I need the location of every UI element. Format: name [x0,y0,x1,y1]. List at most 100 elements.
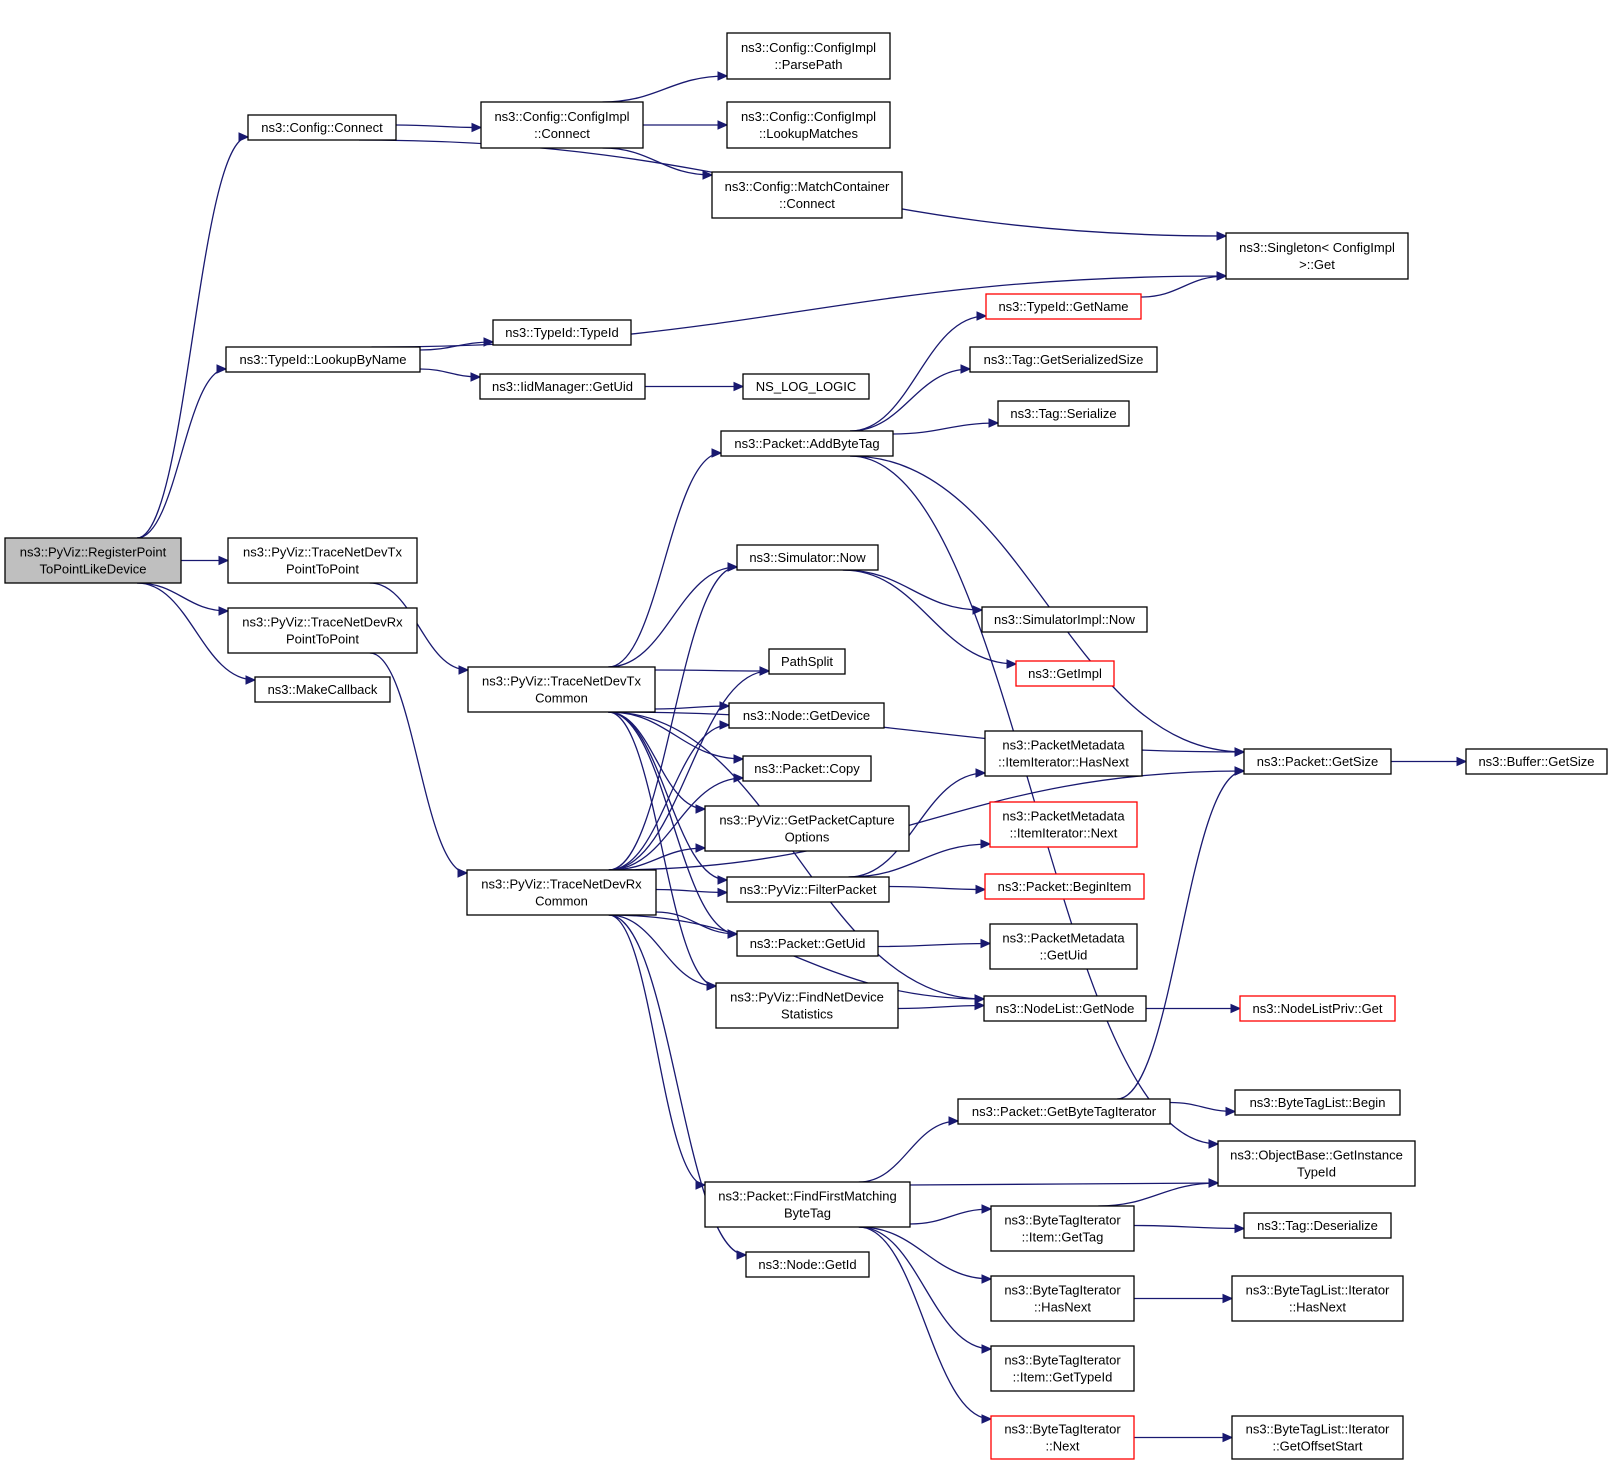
arrow-head [457,868,469,878]
node-nodelist-getnode[interactable]: ns3::NodeList::GetNode [983,995,1147,1022]
node-box [990,1205,1135,1252]
node-packet-copy[interactable]: ns3::Packet::Copy [742,755,872,782]
node-packet-beginitem[interactable]: ns3::Packet::BeginItem [984,873,1145,900]
edge-tracenetdevtx-common-to-pathsplit [654,669,770,672]
node-filterpacket[interactable]: ns3::PyViz::FilterPacket [726,876,890,903]
node-label: ::Item::GetTypeId [1013,1370,1113,1385]
node-box [990,1415,1135,1460]
node-bytetagiterator-item-gettag[interactable]: ns3::ByteTagIterator::Item::GetTag [990,1205,1135,1252]
arrow-head [470,372,482,382]
node-box [981,606,1148,633]
node-packetmetadata-getuid[interactable]: ns3::PacketMetadata::GetUid [989,923,1138,970]
edge-packet-getbytetagiterator-to-bytetaglist-begin [1169,1101,1236,1113]
arrow-head [736,1250,748,1260]
node-box [989,801,1138,848]
node-root[interactable]: ns3::PyViz::RegisterPointToPointLikeDevi… [4,537,182,584]
edge-packet-findfirstmatchingbytetag-to-bytetagiterator-item-gettypeid [858,1226,992,1350]
node-label: ::GetUid [1040,948,1088,963]
node-bytetagiterator-item-gettypeid[interactable]: ns3::ByteTagIterator::Item::GetTypeId [990,1345,1135,1392]
edge-packet-findfirstmatchingbytetag-to-packet-getbytetagiterator [858,1120,959,1183]
edge-root-to-makecallback [136,582,256,681]
arrow-head [717,120,729,130]
node-label: ns3::ByteTagList::Iterator [1246,1283,1390,1298]
edge-filterpacket-to-packet-beginitem [888,885,986,891]
node-box [1225,232,1409,280]
node-tag-getserializedsize[interactable]: ns3::Tag::GetSerializedSize [969,346,1158,373]
node-getimpl[interactable]: ns3::GetImpl [1015,660,1115,687]
edge-packet-getbytetagiterator-to-packet-getsize [1116,770,1245,1100]
node-packet-getsize[interactable]: ns3::Packet::GetSize [1243,748,1392,775]
edge-bytetagiterator-item-gettag-to-tag-deserialize [1133,1224,1245,1230]
node-label: ns3::PyViz::TraceNetDevRx [242,615,403,630]
node-typeid-typeid[interactable]: ns3::TypeId::TypeId [492,319,632,346]
node-label: ns3::ByteTagIterator [1004,1353,1121,1368]
node-box [720,430,894,457]
edge-tracenetdevrx-common-to-nodelist-getnode [608,914,985,1000]
node-label: PointToPoint [286,562,359,577]
node-packet-addbytetag[interactable]: ns3::Packet::AddByteTag [720,430,894,457]
node-tag-deserialize[interactable]: ns3::Tag::Deserialize [1243,1212,1392,1239]
node-lookupmatches[interactable]: ns3::Config::ConfigImpl::LookupMatches [726,101,891,149]
node-box [989,923,1138,970]
node-bytetagiterator-next[interactable]: ns3::ByteTagIterator::Next [990,1415,1135,1460]
node-ns-log-logic[interactable]: NS_LOG_LOGIC [742,373,870,400]
arrow-head [980,938,992,949]
node-box [742,373,870,400]
node-bytetaglist-iterator-hasnext[interactable]: ns3::ByteTagList::Iterator::HasNext [1231,1275,1404,1322]
edge-packet-getuid-to-packetmetadata-getuid [877,942,991,948]
node-label: ns3::Config::ConfigImpl [494,109,629,124]
edge-config-connect-to-configimpl-connect [395,124,482,129]
node-buffer-getsize[interactable]: ns3::Buffer::GetSize [1465,748,1608,775]
node-typeid-lookupbyname[interactable]: ns3::TypeId::LookupByName [225,346,421,373]
edge-bytetagiterator-item-gettag-to-objectbase-getinstancetypeid [1098,1182,1219,1207]
node-matchcontainer-connect[interactable]: ns3::Config::MatchContainer::Connect [711,171,903,219]
node-label: NS_LOG_LOGIC [756,379,856,394]
edge-root-to-typeid-lookupbyname [136,368,227,539]
node-label: Options [785,830,830,845]
node-packet-getuid[interactable]: ns3::Packet::GetUid [736,930,879,957]
node-box [1217,1140,1416,1187]
node-makecallback[interactable]: ns3::MakeCallback [254,676,391,703]
node-singleton-get[interactable]: ns3::Singleton< ConfigImpl>::Get [1225,232,1409,280]
node-pathsplit[interactable]: PathSplit [768,648,846,675]
arrow-head [759,666,771,676]
node-configimpl-connect[interactable]: ns3::Config::ConfigImpl::Connect [480,101,644,149]
node-node-getdevice[interactable]: ns3::Node::GetDevice [728,702,885,729]
node-label: ns3::TypeId::GetName [998,299,1128,314]
node-bytetaglist-begin[interactable]: ns3::ByteTagList::Begin [1234,1089,1401,1116]
arrow-head [733,754,745,764]
node-typeid-getname[interactable]: ns3::TypeId::GetName [985,293,1142,320]
node-tag-serialize[interactable]: ns3::Tag::Serialize [997,400,1130,427]
node-bytetagiterator-hasnext[interactable]: ns3::ByteTagIterator::HasNext [990,1275,1135,1322]
node-label: ns3::ByteTagIterator [1004,1283,1121,1298]
arrow-head [1208,1178,1220,1188]
arrow-head [981,1344,993,1354]
node-simulatorimpl-now[interactable]: ns3::SimulatorImpl::Now [981,606,1148,633]
node-iidmanager-getuid[interactable]: ns3::IidManager::GetUid [479,373,646,400]
node-box [480,101,644,149]
node-node-getid[interactable]: ns3::Node::GetId [745,1251,870,1278]
node-simulator-now[interactable]: ns3::Simulator::Now [736,544,879,571]
node-box [711,171,903,219]
edge-root-to-tracenetdevrx-p2p [136,582,229,612]
edge-tracenetdevrx-common-to-filterpacket [655,888,728,894]
node-packetmetadata-hasnext[interactable]: ns3::PacketMetadata::ItemIterator::HasNe… [984,730,1143,777]
node-packet-getbytetagiterator[interactable]: ns3::Packet::GetByteTagIterator [957,1098,1171,1125]
arrow-head [975,768,987,778]
node-label: ns3::PyViz::TraceNetDevRx [481,877,642,892]
node-config-connect[interactable]: ns3::Config::Connect [247,114,397,141]
node-label: ns3::Packet::BeginItem [998,879,1132,894]
node-label: ns3::Tag::Deserialize [1257,1218,1378,1233]
node-parsepath[interactable]: ns3::Config::ConfigImpl::ParsePath [726,32,891,80]
node-nodelistpriv-get[interactable]: ns3::NodeListPriv::Get [1239,995,1396,1022]
node-packetmetadata-next[interactable]: ns3::PacketMetadata::ItemIterator::Next [989,801,1138,848]
node-bytetaglist-iterator-getoffsetstart[interactable]: ns3::ByteTagList::Iterator::GetOffsetSta… [1231,1415,1404,1460]
